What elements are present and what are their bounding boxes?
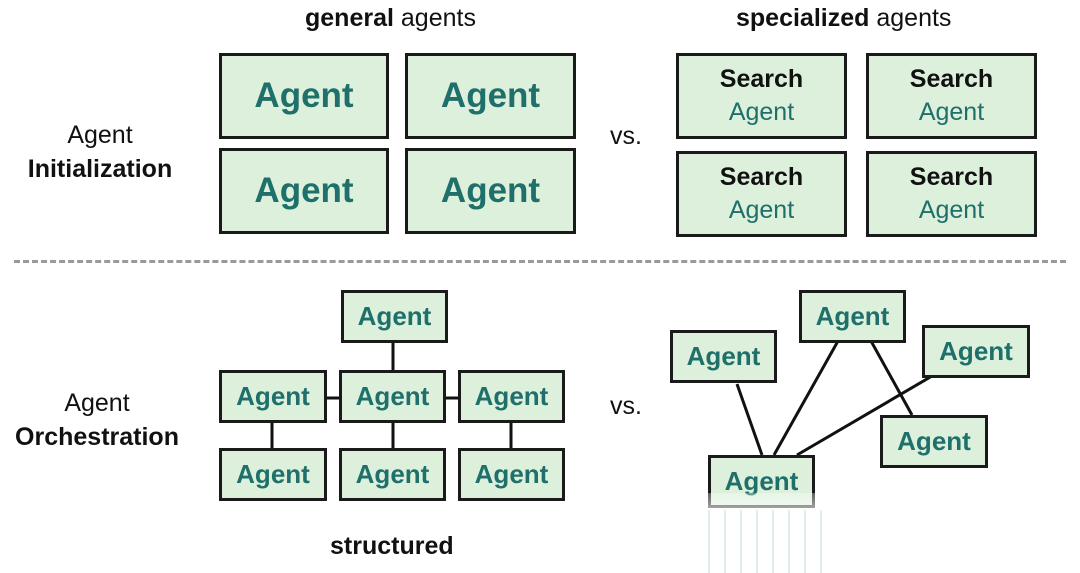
network-agent-label: Agent <box>686 341 761 371</box>
structured-agent-node: Agent <box>339 448 446 501</box>
specialized-agents-heading: specialized agents <box>736 4 951 33</box>
specialized-agent-role: Search <box>719 65 804 93</box>
network-agent-node: Agent <box>670 330 777 383</box>
structured-caption: structured <box>330 532 454 560</box>
general-agent-box: Agent <box>219 53 389 139</box>
structured-agent-node: Agent <box>339 370 446 423</box>
structured-agent-label: Agent <box>236 459 310 489</box>
orchestration-label-line2: Orchestration <box>15 423 179 451</box>
network-connector <box>869 340 914 416</box>
structured-agent-node: Agent <box>458 448 565 501</box>
initialization-label-line2: Initialization <box>27 155 173 183</box>
general-agent-label: Agent <box>440 76 541 115</box>
specialized-heading-bold: specialized <box>736 4 870 32</box>
structured-agent-label: Agent <box>474 381 549 411</box>
structured-agent-label: Agent <box>236 381 310 411</box>
structured-agent-node: Agent <box>458 370 565 423</box>
specialized-agent-label: Agent <box>728 196 795 224</box>
orchestration-row-label: Agent Orchestration <box>8 386 186 454</box>
structured-agent-node: Agent <box>219 448 327 501</box>
specialized-agent-box: Search Agent <box>676 151 847 237</box>
network-agent-node: Agent <box>799 290 906 343</box>
structured-agent-label: Agent <box>355 381 430 411</box>
network-agent-label: Agent <box>939 336 1013 366</box>
specialized-agent-label: Agent <box>728 98 795 126</box>
crop-stripes-overlay <box>700 510 830 573</box>
network-agent-node: Agent <box>880 415 988 468</box>
vs-label-orchestration: vs. <box>610 392 642 420</box>
structured-agent-label: Agent <box>357 301 432 331</box>
specialized-agent-box: Search Agent <box>866 53 1037 139</box>
specialized-agent-box: Search Agent <box>676 53 847 139</box>
general-agents-heading: general agents <box>305 4 476 33</box>
specialized-heading-rest: agents <box>876 4 952 32</box>
general-agent-box: Agent <box>405 53 576 139</box>
structured-agent-label: Agent <box>474 459 549 489</box>
general-agent-label: Agent <box>254 171 354 210</box>
vs-label-initialization: vs. <box>610 122 642 150</box>
specialized-agent-label: Agent <box>918 196 985 224</box>
orchestration-label-line1: Agent <box>64 389 130 417</box>
specialized-agent-box: Search Agent <box>866 151 1037 237</box>
general-agent-box: Agent <box>219 148 389 234</box>
structured-agent-node: Agent <box>219 370 327 423</box>
general-agent-label: Agent <box>440 171 541 210</box>
specialized-agent-role: Search <box>909 65 994 93</box>
network-connector <box>735 383 764 456</box>
specialized-agent-role: Search <box>909 163 994 191</box>
initialization-label-line1: Agent <box>67 121 133 149</box>
initialization-row-label: Agent Initialization <box>22 118 178 186</box>
section-divider <box>14 260 1066 263</box>
structured-agent-node: Agent <box>341 290 448 343</box>
network-connector <box>772 340 840 456</box>
network-agent-node: Agent <box>922 325 1030 378</box>
structured-agent-label: Agent <box>355 459 430 489</box>
specialized-agent-label: Agent <box>918 98 985 126</box>
general-agent-label: Agent <box>254 76 354 115</box>
general-heading-bold: general <box>305 4 394 32</box>
general-heading-rest: agents <box>400 4 476 32</box>
general-agent-box: Agent <box>405 148 576 234</box>
network-agent-label: Agent <box>815 301 890 331</box>
network-agent-label: Agent <box>897 426 971 456</box>
specialized-agent-role: Search <box>719 163 804 191</box>
network-connector <box>796 374 933 457</box>
network-agent-label: Agent <box>724 466 799 496</box>
